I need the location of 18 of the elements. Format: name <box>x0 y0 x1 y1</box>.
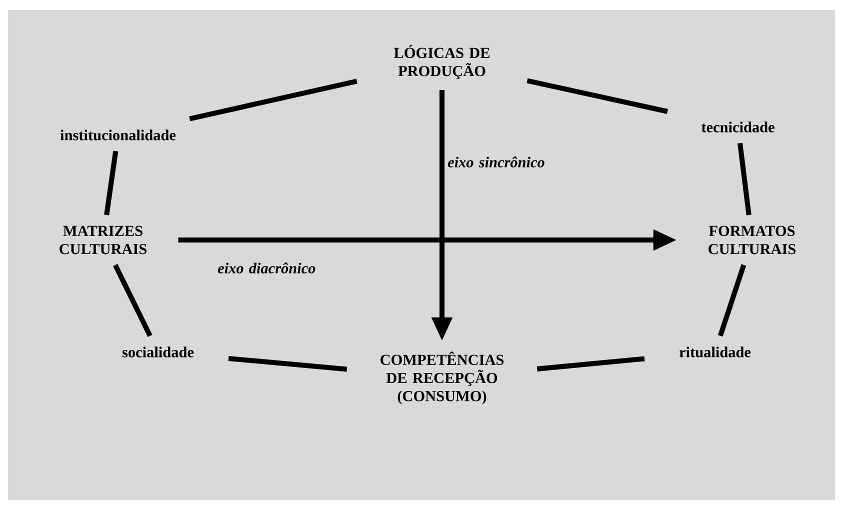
heading-text: MATRIZES CULTURAIS <box>60 226 147 254</box>
mediation-text: institucionalidade <box>60 130 176 140</box>
heading-text: LÓGICAS DE PRODUÇÃO <box>394 44 490 80</box>
connector-line <box>104 150 118 216</box>
connector-line <box>228 356 348 372</box>
heading-text: COMPETÊNCIAS DE RECEPÇÃO (CONSUMO) <box>380 352 504 404</box>
mediation-text: ritualidade <box>679 346 751 358</box>
edge-label: eixo sincrônico <box>448 156 544 168</box>
connector-line <box>526 78 668 114</box>
connector-line <box>738 142 752 216</box>
heading-text: FORMATOS CULTURAIS <box>708 226 796 254</box>
edge-label: eixo diacrônico <box>218 262 316 274</box>
connector-line <box>113 264 152 337</box>
mediation-text: tecnicidade <box>701 122 774 132</box>
connector-line <box>718 264 746 337</box>
connector-line <box>189 78 358 122</box>
mediation-text: socialidade <box>122 346 194 358</box>
connector-line <box>536 356 645 372</box>
